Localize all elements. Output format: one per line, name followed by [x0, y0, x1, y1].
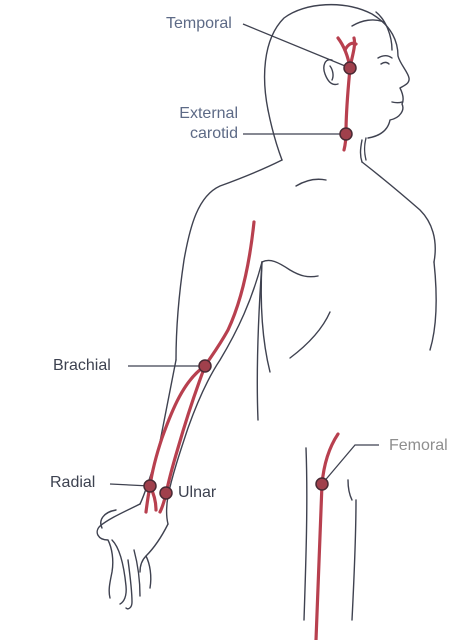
ulnar-pulse-point — [160, 487, 172, 499]
temporal-label: Temporal — [166, 15, 232, 33]
femoral-artery — [316, 434, 338, 640]
temporal-leader — [243, 24, 350, 68]
radial-pulse-point — [144, 480, 156, 492]
radial-label: Radial — [50, 474, 95, 492]
external-carotid-label-line2: carotid — [168, 125, 238, 143]
leader-lines — [110, 24, 379, 486]
brachial-label: Brachial — [53, 357, 111, 375]
ulnar-label: Ulnar — [178, 484, 216, 502]
brachial-pulse-point — [199, 360, 211, 372]
femoral-label: Femoral — [389, 437, 448, 455]
temporal-pulse-point — [344, 62, 356, 74]
torso-outline — [176, 160, 436, 420]
external-carotid-label-line1: External — [168, 105, 238, 123]
head-outline — [265, 5, 410, 162]
external-carotid-pulse-point — [340, 128, 352, 140]
hand-outline — [97, 504, 168, 609]
femoral-pulse-point — [316, 478, 328, 490]
